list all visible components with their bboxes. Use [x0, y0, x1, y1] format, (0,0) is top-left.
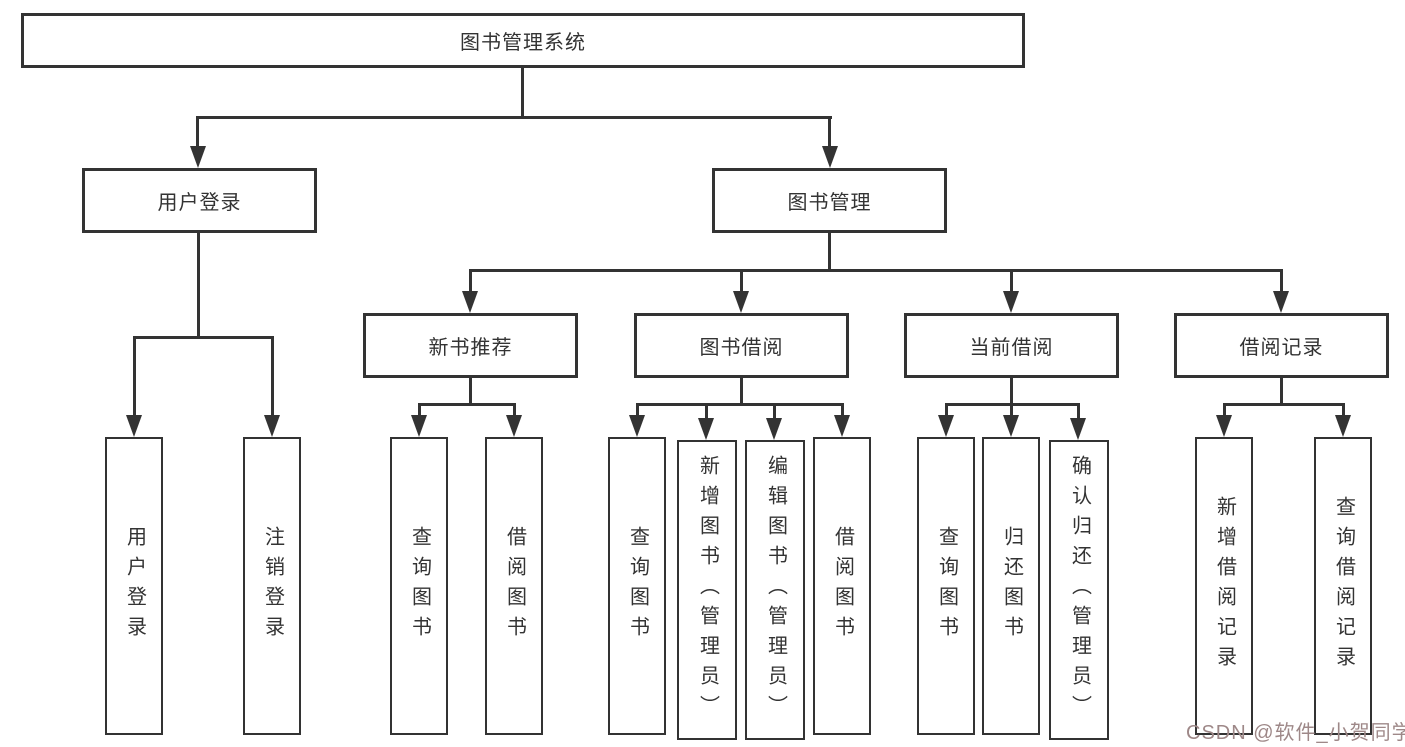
leaf-query-books-borrowing: 查询图书 [608, 437, 666, 735]
node-current-borrowing: 当前借阅 [904, 313, 1119, 378]
connector-line [1010, 269, 1013, 295]
connector-line [1342, 403, 1345, 419]
leaf-add-books-admin-label: 新增图书（管理员） [696, 455, 719, 725]
arrow-down-icon [411, 415, 427, 437]
leaf-return-books-label: 归还图书 [1000, 526, 1023, 646]
connector-line [271, 336, 274, 418]
arrow-down-icon [629, 415, 645, 437]
leaf-add-books-admin: 新增图书（管理员） [677, 440, 737, 740]
connector-line [636, 403, 639, 419]
node-book-borrowing: 图书借阅 [634, 313, 849, 378]
arrow-down-icon [1003, 415, 1019, 437]
connector-line [945, 403, 948, 419]
connector-line [1223, 403, 1226, 419]
arrow-down-icon [1003, 291, 1019, 313]
connector-line [469, 269, 1283, 272]
arrow-down-icon [834, 415, 850, 437]
connector-line [828, 233, 831, 272]
node-book-management: 图书管理 [712, 168, 947, 233]
connector-line [133, 336, 136, 418]
node-new-book-recommend-label: 新书推荐 [428, 337, 513, 359]
leaf-edit-books-admin-label: 编辑图书（管理员） [764, 455, 787, 725]
arrow-down-icon [462, 291, 478, 313]
leaf-query-borrow-record: 查询借阅记录 [1314, 437, 1372, 735]
connector-line [740, 378, 743, 406]
connector-line [773, 403, 776, 421]
connector-line [740, 269, 743, 295]
connector-line [418, 403, 516, 406]
connector-line [469, 269, 472, 295]
arrow-down-icon [126, 415, 142, 437]
arrow-down-icon [1070, 418, 1086, 440]
leaf-add-borrow-record: 新增借阅记录 [1195, 437, 1253, 735]
connector-line [636, 403, 844, 406]
arrow-down-icon [1335, 415, 1351, 437]
arrow-down-icon [506, 415, 522, 437]
connector-line [196, 116, 832, 119]
arrow-down-icon [766, 418, 782, 440]
connector-line [1010, 378, 1013, 406]
leaf-add-borrow-record-label: 新增借阅记录 [1213, 496, 1236, 676]
leaf-user-login-label: 用户登录 [123, 526, 146, 646]
connector-line [1280, 269, 1283, 295]
arrow-down-icon [698, 418, 714, 440]
node-user-login: 用户登录 [82, 168, 317, 233]
leaf-return-books: 归还图书 [982, 437, 1040, 735]
node-borrow-records: 借阅记录 [1174, 313, 1389, 378]
leaf-logout: 注销登录 [243, 437, 301, 735]
leaf-confirm-return-admin-label: 确认归还（管理员） [1068, 455, 1091, 725]
leaf-query-books-current: 查询图书 [917, 437, 975, 735]
connector-line [513, 403, 516, 419]
leaf-query-books-borrowing-label: 查询图书 [626, 526, 649, 646]
leaf-borrow-books-recommend-label: 借阅图书 [503, 526, 526, 646]
arrow-down-icon [1273, 291, 1289, 313]
connector-line [469, 378, 472, 406]
arrow-down-icon [822, 146, 838, 168]
connector-line [133, 336, 274, 339]
connector-line [828, 116, 831, 152]
connector-line [418, 403, 421, 419]
leaf-borrow-books-recommend: 借阅图书 [485, 437, 543, 735]
leaf-logout-label: 注销登录 [261, 526, 284, 646]
leaf-borrow-books-borrowing-label: 借阅图书 [831, 526, 854, 646]
connector-line [521, 66, 524, 119]
node-current-borrowing-label: 当前借阅 [969, 337, 1054, 359]
watermark: CSDN @软件_小贺同学 [1186, 722, 1405, 744]
leaf-query-books-recommend-label: 查询图书 [408, 526, 431, 646]
connector-line [841, 403, 844, 419]
connector-line [196, 116, 199, 152]
connector-line [705, 403, 708, 421]
arrow-down-icon [733, 291, 749, 313]
connector-line [1280, 378, 1283, 406]
node-root-label: 图书管理系统 [460, 32, 586, 54]
leaf-confirm-return-admin: 确认归还（管理员） [1049, 440, 1109, 740]
arrow-down-icon [1216, 415, 1232, 437]
node-user-login-label: 用户登录 [157, 192, 242, 214]
node-root: 图书管理系统 [21, 13, 1025, 68]
arrow-down-icon [938, 415, 954, 437]
node-book-management-label: 图书管理 [787, 192, 872, 214]
arrow-down-icon [190, 146, 206, 168]
connector-line [1223, 403, 1344, 406]
node-borrow-records-label: 借阅记录 [1239, 337, 1324, 359]
arrow-down-icon [264, 415, 280, 437]
leaf-query-borrow-record-label: 查询借阅记录 [1332, 496, 1355, 676]
node-book-borrowing-label: 图书借阅 [699, 337, 784, 359]
leaf-borrow-books-borrowing: 借阅图书 [813, 437, 871, 735]
leaf-query-books-recommend: 查询图书 [390, 437, 448, 735]
leaf-user-login: 用户登录 [105, 437, 163, 735]
leaf-query-books-current-label: 查询图书 [935, 526, 958, 646]
connector-line [1077, 403, 1080, 421]
leaf-edit-books-admin: 编辑图书（管理员） [745, 440, 805, 740]
node-new-book-recommend: 新书推荐 [363, 313, 578, 378]
connector-line [1010, 403, 1013, 419]
connector-line [197, 233, 200, 339]
